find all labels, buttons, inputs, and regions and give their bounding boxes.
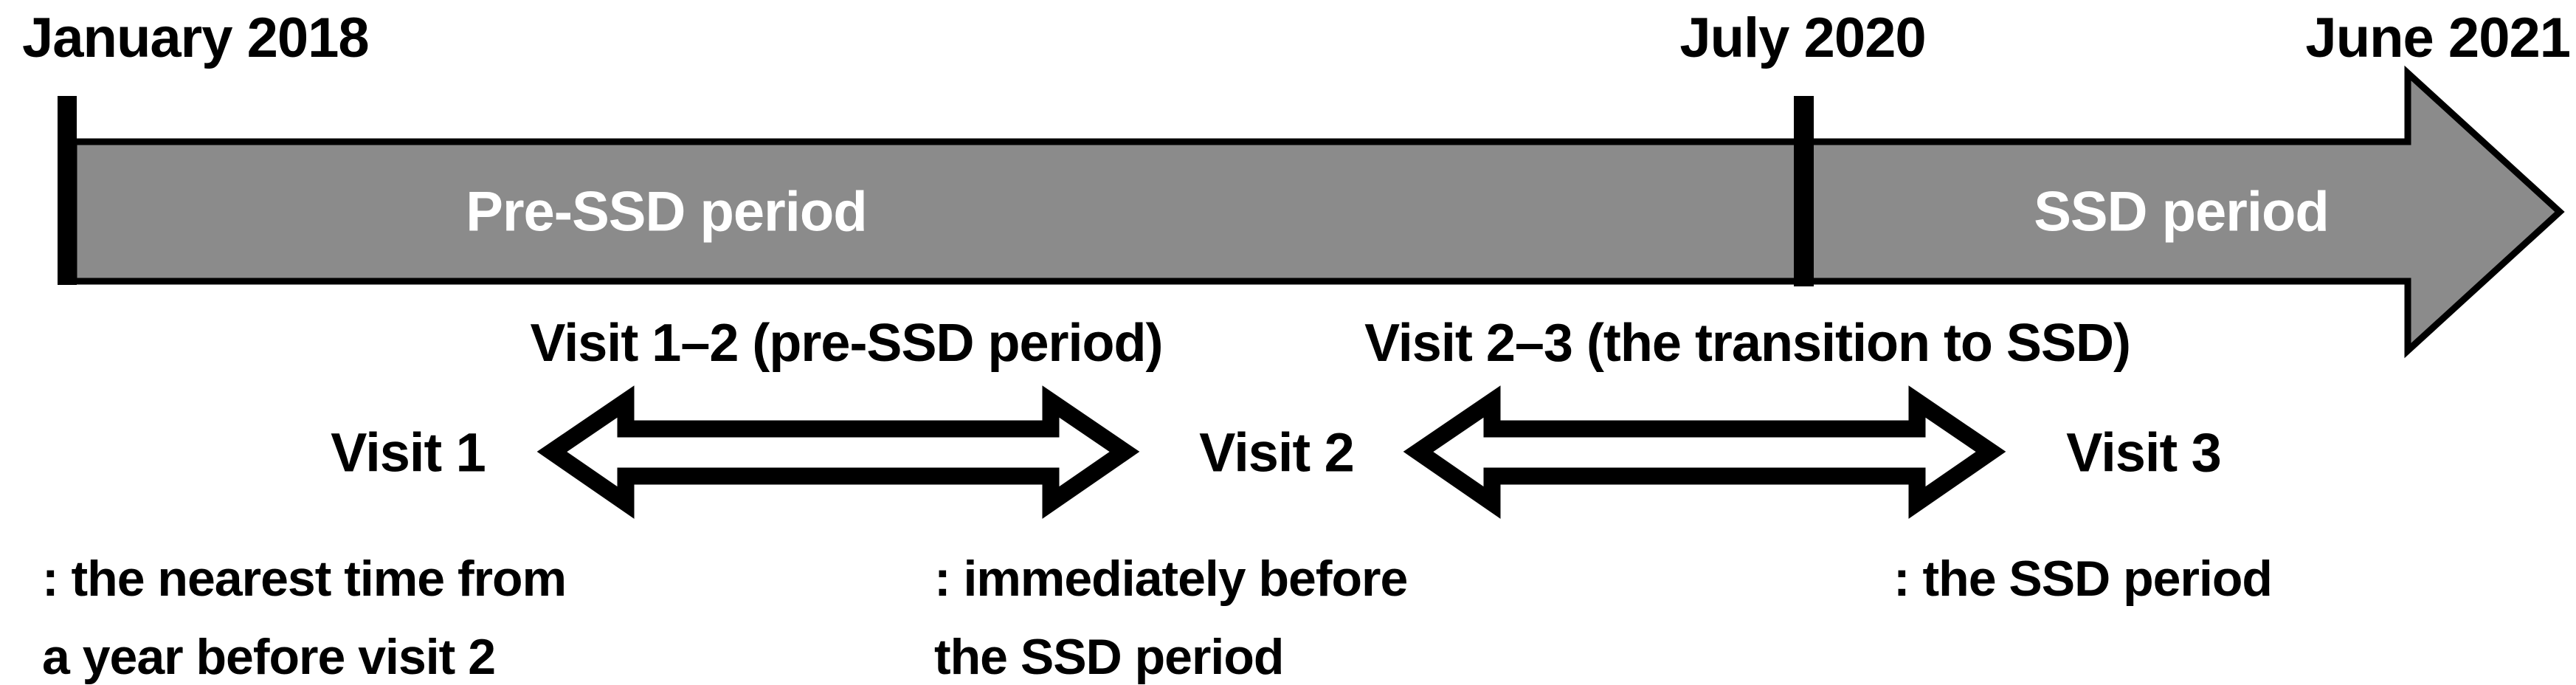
visit-3-definition: : the SSD period	[1893, 540, 2273, 618]
timeline-arrow-shape	[70, 65, 2565, 359]
visit-1-definition-line-1: : the nearest time from	[42, 551, 567, 607]
ssd-period-label: SSD period	[2034, 180, 2330, 244]
visit-2-definition-line-1: : immediately before	[934, 551, 1408, 607]
tick-january-2018	[58, 96, 77, 285]
date-june-2021: June 2021	[2305, 7, 2571, 69]
visit-1-definition: : the nearest time from a year before vi…	[42, 540, 567, 685]
pre-ssd-period-label: Pre-SSD period	[466, 180, 867, 244]
visit-2-definition-line-2: the SSD period	[934, 629, 1284, 685]
visit-1-definition-line-2: a year before visit 2	[42, 629, 496, 685]
interval-label-visit-1-2: Visit 1–2 (pre-SSD period)	[530, 314, 1164, 373]
date-january-2018: January 2018	[22, 7, 370, 69]
visit-3-definition-line-1: : the SSD period	[1893, 551, 2273, 607]
visit-1-label: Visit 1	[331, 421, 486, 483]
visit-3-label: Visit 3	[2066, 421, 2222, 483]
date-july-2020: July 2020	[1679, 7, 1926, 69]
double-arrow-visit-1-2	[536, 385, 1140, 519]
visit-2-label: Visit 2	[1199, 421, 1355, 483]
double-arrow-visit-2-3	[1403, 385, 2006, 519]
visit-2-definition: : immediately before the SSD period	[934, 540, 1408, 685]
tick-july-2020	[1794, 96, 1814, 286]
interval-label-visit-2-3: Visit 2–3 (the transition to SSD)	[1364, 314, 2131, 373]
